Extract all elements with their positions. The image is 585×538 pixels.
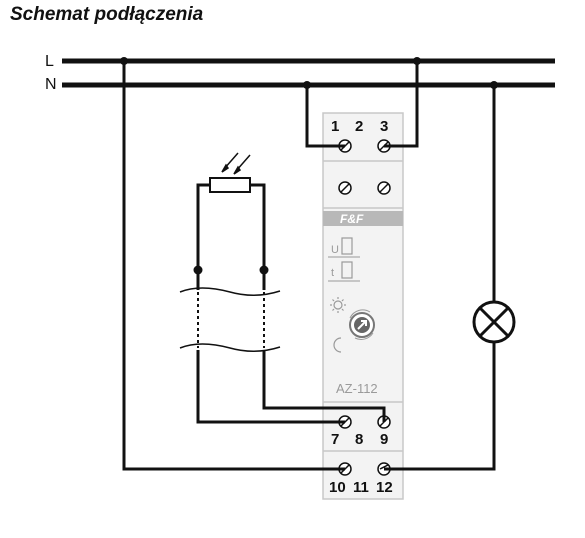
line-label-l: L xyxy=(45,53,54,70)
brand-logo: F&F xyxy=(340,212,364,226)
terminal-12: 12 xyxy=(376,479,393,496)
photoresistor-icon xyxy=(209,152,251,193)
terminal-7: 7 xyxy=(331,431,339,448)
indicator-u-label: U xyxy=(331,244,339,256)
line-label-n: N xyxy=(45,76,57,93)
terminal-8: 8 xyxy=(355,431,363,448)
lamp-icon xyxy=(472,300,516,344)
junction-dots xyxy=(120,57,498,275)
terminal-3: 3 xyxy=(380,118,388,135)
terminal-10: 10 xyxy=(329,479,346,496)
indicator-u: U xyxy=(328,237,360,258)
terminal-11: 11 xyxy=(353,479,369,496)
terminal-2: 2 xyxy=(355,118,363,135)
indicator-t-label: t xyxy=(331,267,334,279)
wires xyxy=(122,61,496,471)
page-title: Schemat podłączenia xyxy=(10,4,204,25)
moon-icon xyxy=(333,337,342,353)
model-label: AZ-112 xyxy=(336,381,378,396)
terminal-1: 1 xyxy=(331,118,339,135)
knob-icon[interactable] xyxy=(349,309,375,340)
device-body: F&F xyxy=(322,112,404,500)
indicator-t: t xyxy=(328,261,360,282)
terminal-9: 9 xyxy=(380,431,388,448)
sun-icon xyxy=(330,297,346,313)
